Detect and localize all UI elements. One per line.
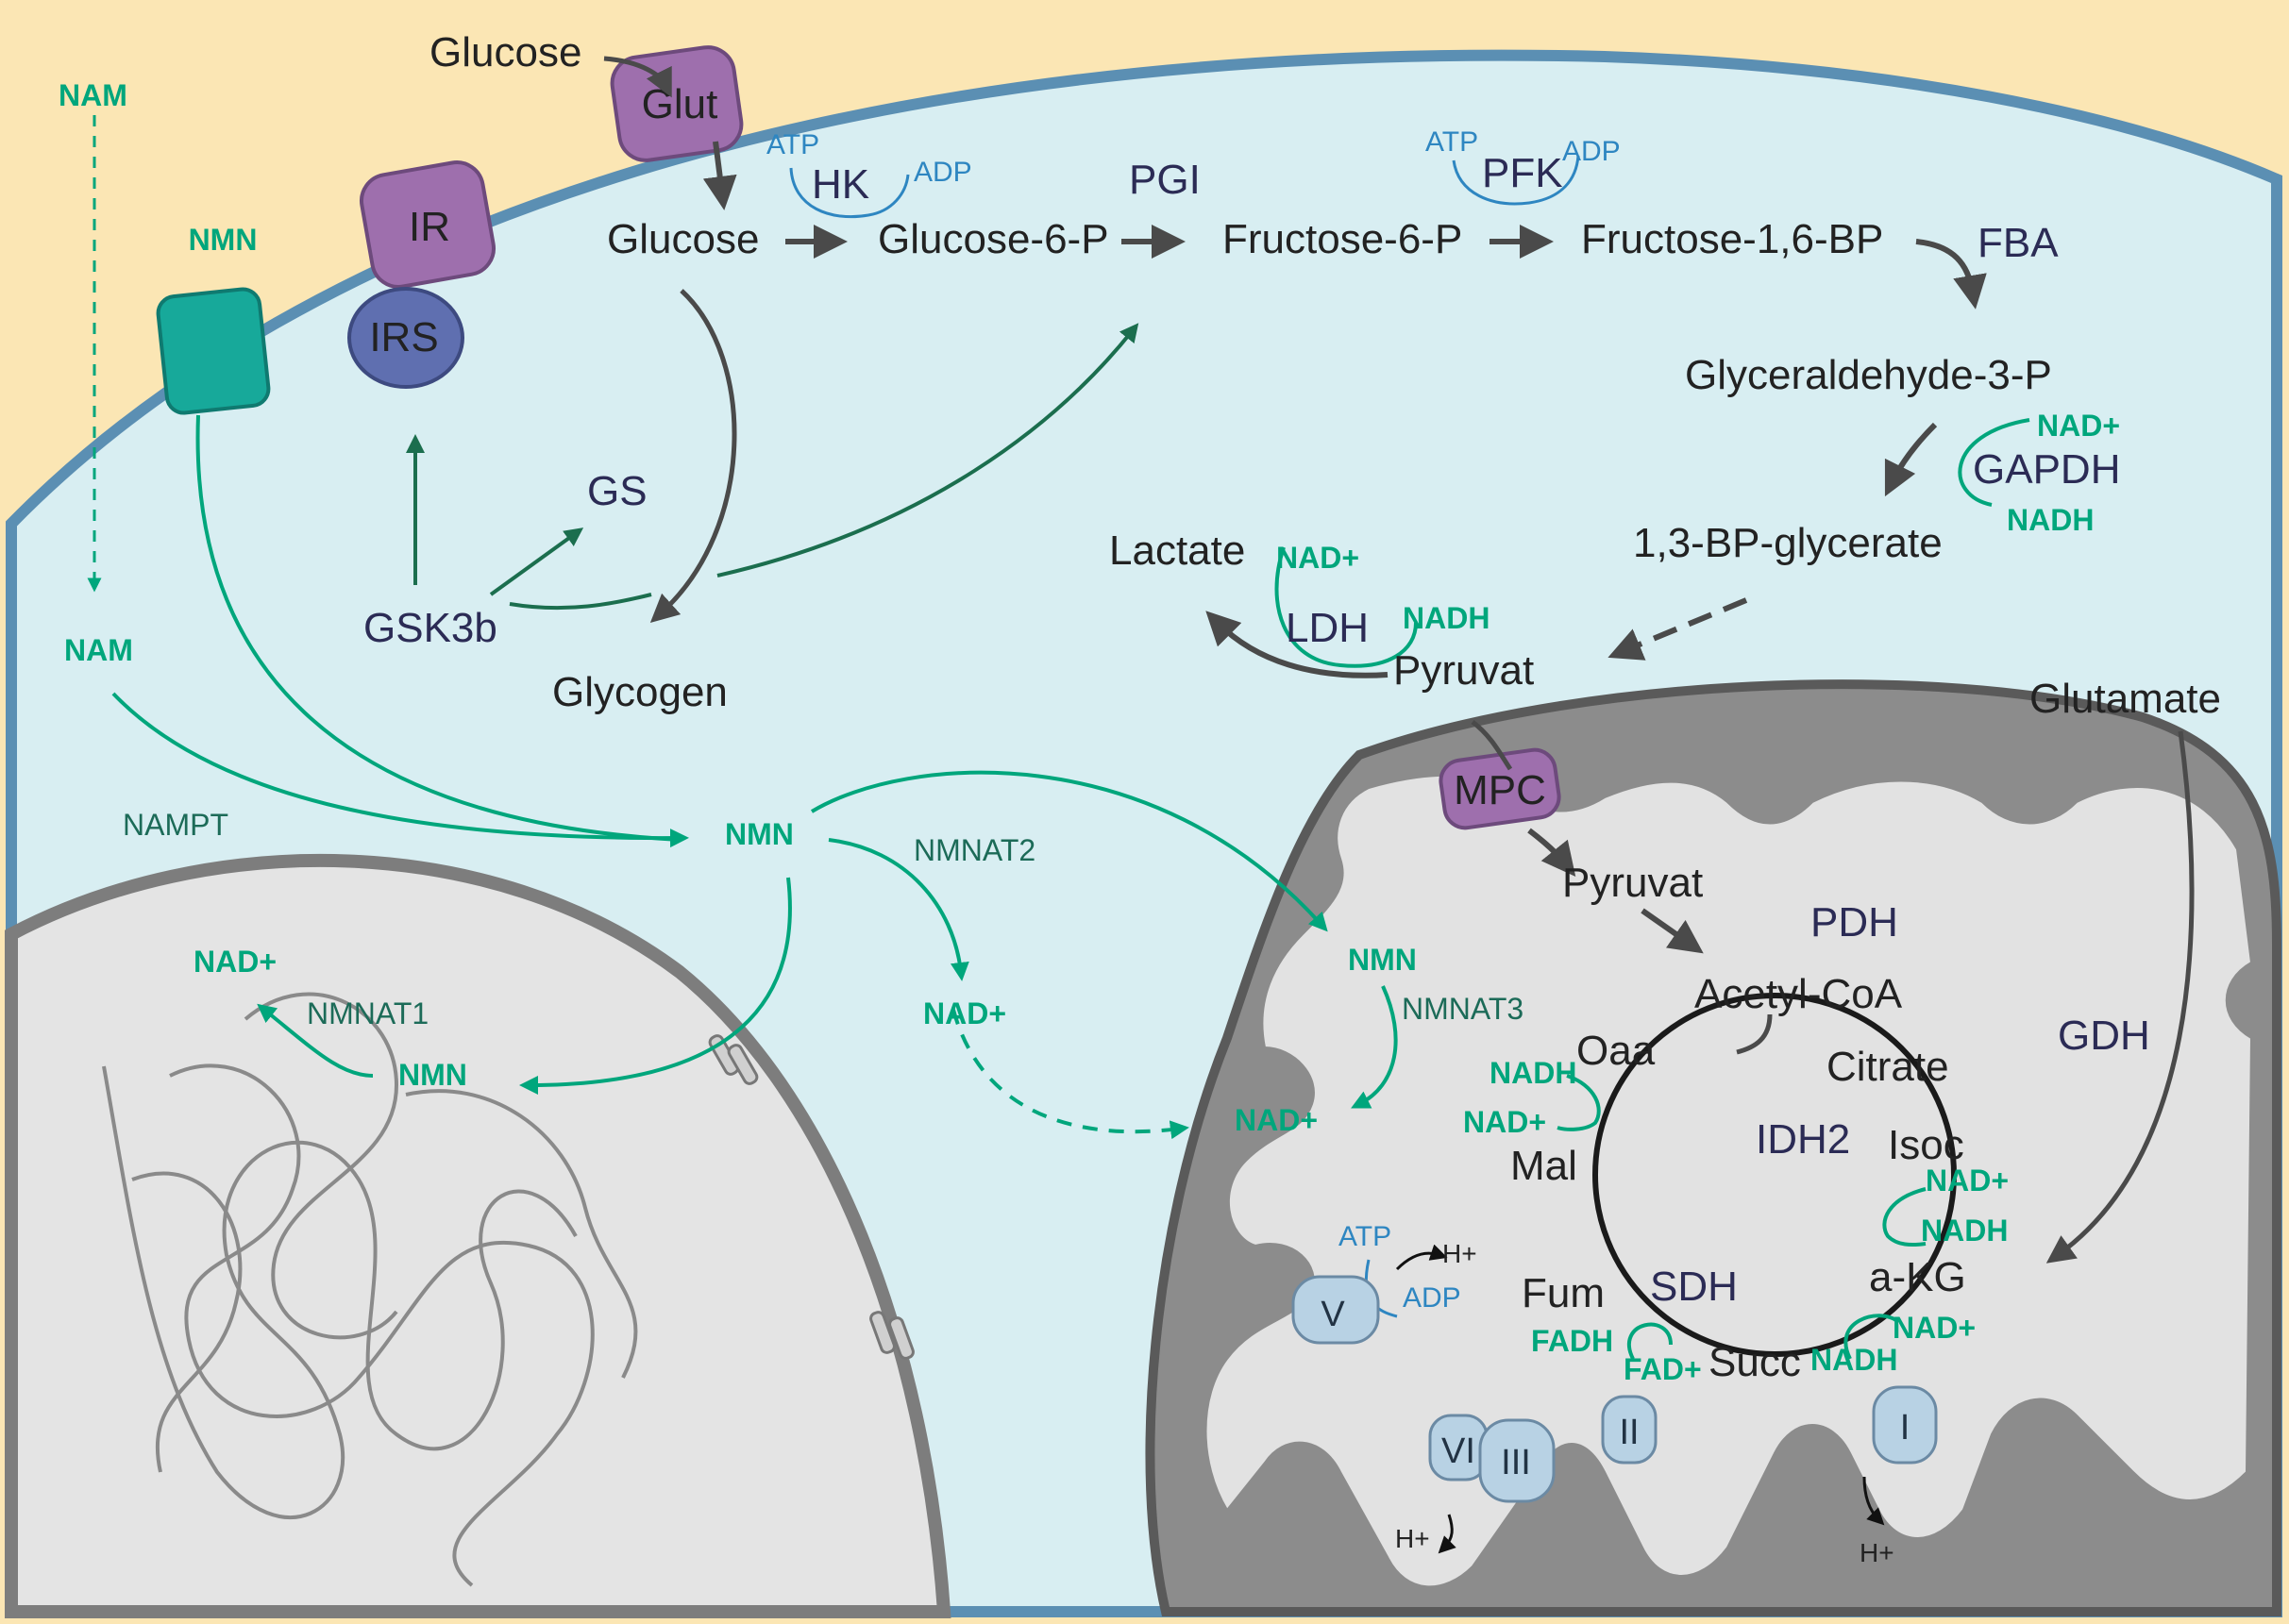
nam-cytosol: NAM bbox=[64, 633, 133, 667]
nad-mito: NAD+ bbox=[1235, 1103, 1318, 1137]
glyceraldehyde-3-p: Glyceraldehyde-3-P bbox=[1685, 352, 2052, 398]
glutamate-label: Glutamate bbox=[2029, 676, 2221, 722]
nad-nucleus: NAD+ bbox=[194, 945, 277, 979]
complex-v-adp: ADP bbox=[1403, 1282, 1461, 1314]
nmnat1-label: NMNAT1 bbox=[307, 996, 429, 1030]
nampt-label: NAMPT bbox=[123, 808, 228, 842]
gapdh-label: GAPDH bbox=[1973, 446, 2120, 493]
chromatin bbox=[102, 992, 638, 1587]
complex-iii: III bbox=[1478, 1418, 1556, 1503]
hk-adp: ADP bbox=[914, 157, 972, 188]
gapdh-nadh: NADH bbox=[2007, 503, 2094, 537]
complex-iii-label: III bbox=[1501, 1443, 1531, 1482]
complex-vi-label: VI bbox=[1441, 1431, 1475, 1471]
pyruvat-mito: Pyruvat bbox=[1562, 860, 1703, 906]
pfk-label: PFK bbox=[1482, 150, 1563, 196]
nam-extracellular: NAM bbox=[59, 78, 127, 112]
nmnat2-label: NMNAT2 bbox=[914, 833, 1035, 867]
nmn-transporter-label: NMN bbox=[189, 223, 258, 257]
glycogen-label: Glycogen bbox=[552, 669, 728, 715]
proton-arrows bbox=[1395, 1244, 1885, 1554]
pyruvat-cytosol: Pyruvat bbox=[1393, 647, 1534, 694]
isoc-nadh: NADH bbox=[1921, 1214, 2008, 1247]
oaa-label: Oaa bbox=[1576, 1028, 1656, 1074]
mpc-label: MPC bbox=[1454, 767, 1546, 813]
lactate-label: Lactate bbox=[1109, 527, 1245, 574]
acetyl-coa: Acetyl-CoA bbox=[1694, 971, 1903, 1017]
nmn-transporter: NMN bbox=[156, 223, 271, 415]
complex-i-label: I bbox=[1900, 1408, 1910, 1448]
complex-v-atp: ATP bbox=[1338, 1221, 1391, 1252]
fum-label: Fum bbox=[1522, 1270, 1605, 1316]
succ-fadh: FADH bbox=[1531, 1324, 1613, 1358]
nmn-mito: NMN bbox=[1348, 943, 1417, 977]
fructose-1-6-bp: Fructose-1,6-BP bbox=[1581, 216, 1883, 262]
pgi-label: PGI bbox=[1129, 157, 1201, 203]
ldh-nad: NAD+ bbox=[1276, 541, 1359, 575]
cofactor-arcs bbox=[789, 155, 2030, 1360]
nmnat3-label: NMNAT3 bbox=[1402, 992, 1523, 1026]
pfk-adp: ADP bbox=[1562, 136, 1621, 167]
fructose-6-p: Fructose-6-P bbox=[1222, 216, 1462, 262]
gapdh-nad: NAD+ bbox=[2037, 409, 2120, 443]
isoc-nad: NAD+ bbox=[1926, 1164, 2009, 1197]
mal-label: Mal bbox=[1510, 1143, 1577, 1189]
pfk-atp: ATP bbox=[1425, 126, 1478, 158]
nmn-nucleus: NMN bbox=[398, 1058, 467, 1092]
ldh-label: LDH bbox=[1286, 605, 1369, 651]
complex-v-h-plus: H+ bbox=[1442, 1239, 1477, 1268]
mal-nadh: NADH bbox=[1490, 1056, 1576, 1090]
hk-atp: ATP bbox=[766, 129, 819, 160]
complex-i: I bbox=[1872, 1385, 1938, 1465]
mitochondrial-matrix bbox=[1204, 774, 2253, 1588]
gsk3b-label: GSK3b bbox=[363, 605, 497, 651]
bp-glycerate: 1,3-BP-glycerate bbox=[1633, 520, 1943, 566]
tca-cycle bbox=[1592, 993, 1957, 1357]
complex-vi: VI bbox=[1428, 1414, 1489, 1482]
glut-transporter: Glut bbox=[610, 45, 744, 162]
gs-label: GS bbox=[587, 468, 648, 514]
irs-protein: IRS bbox=[347, 287, 464, 389]
h-plus-i: H+ bbox=[1860, 1538, 1894, 1567]
mpc-transporter: MPC bbox=[1439, 747, 1561, 830]
glucose-cytosol: Glucose bbox=[607, 216, 759, 262]
nmn-cytosol: NMN bbox=[725, 817, 794, 851]
fba-label: FBA bbox=[1978, 220, 2059, 266]
complex-v-label: V bbox=[1321, 1295, 1345, 1334]
glucose-6-p: Glucose-6-P bbox=[878, 216, 1109, 262]
complex-ii: II bbox=[1601, 1395, 1658, 1465]
citrate-label: Citrate bbox=[1826, 1044, 1949, 1090]
gdh-label: GDH bbox=[2058, 1013, 2150, 1059]
mal-nad: NAD+ bbox=[1463, 1105, 1546, 1139]
ir-label: IR bbox=[409, 204, 450, 250]
nad-cytosol: NAD+ bbox=[923, 996, 1006, 1030]
hk-label: HK bbox=[812, 161, 869, 208]
dark-green-signaling-arrows bbox=[406, 323, 1139, 611]
succ-label: Succ bbox=[1708, 1339, 1801, 1385]
glucose-extracellular: Glucose bbox=[429, 29, 581, 75]
gray-pathway-arrows bbox=[603, 56, 2195, 1264]
pdh-label: PDH bbox=[1810, 899, 1898, 946]
akg-nadh: NADH bbox=[1810, 1343, 1897, 1377]
h-plus-iii: H+ bbox=[1395, 1524, 1430, 1553]
sdh-label: SDH bbox=[1650, 1264, 1738, 1310]
nuclear-pore bbox=[869, 1311, 915, 1360]
isoc-label: Isoc bbox=[1888, 1122, 1964, 1168]
succ-fad: FAD+ bbox=[1624, 1352, 1702, 1386]
complex-v: V bbox=[1291, 1275, 1380, 1345]
akg-label: a-KG bbox=[1869, 1254, 1966, 1300]
glut-label: Glut bbox=[642, 81, 718, 127]
irs-label: IRS bbox=[369, 314, 438, 360]
idh2-label: IDH2 bbox=[1756, 1116, 1850, 1163]
insulin-receptor: IR bbox=[360, 160, 496, 289]
akg-nad: NAD+ bbox=[1893, 1311, 1976, 1345]
ldh-nadh: NADH bbox=[1403, 601, 1490, 635]
complex-ii-label: II bbox=[1619, 1413, 1639, 1452]
green-pathway-arrows bbox=[87, 115, 1398, 1140]
